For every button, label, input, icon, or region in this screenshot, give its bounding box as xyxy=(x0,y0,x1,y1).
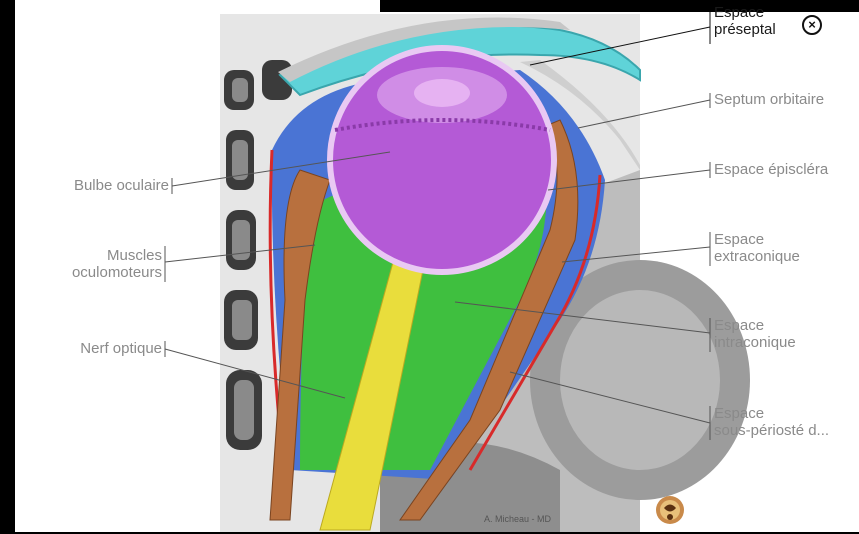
label-espace-episclera: Espace épiscléra xyxy=(714,162,828,178)
label-espace-preseptal-2: préseptal xyxy=(714,22,776,38)
label-espace-preseptal-1: Espace xyxy=(714,5,764,21)
label-espace-sousperioste-1: Espace xyxy=(714,406,764,422)
label-espace-intraconique-2: intraconique xyxy=(714,335,796,351)
label-muscles-1: Muscles xyxy=(107,248,162,264)
close-circle-icon[interactable]: × xyxy=(802,15,822,35)
label-espace-extraconique-1: Espace xyxy=(714,232,764,248)
label-bulbe-oculaire: Bulbe oculaire xyxy=(74,178,169,194)
brain-logo-icon[interactable] xyxy=(655,495,685,525)
credit-text: A. Micheau - MD xyxy=(484,514,551,524)
label-espace-sousperioste-2: sous-périosté d... xyxy=(714,423,829,439)
label-septum-orbitaire: Septum orbitaire xyxy=(714,92,824,108)
illustration xyxy=(220,14,750,532)
label-nerf-optique: Nerf optique xyxy=(80,341,162,357)
label-espace-extraconique-2: extraconique xyxy=(714,249,800,265)
label-espace-intraconique-1: Espace xyxy=(714,318,764,334)
label-muscles-2: oculomoteurs xyxy=(72,265,162,281)
